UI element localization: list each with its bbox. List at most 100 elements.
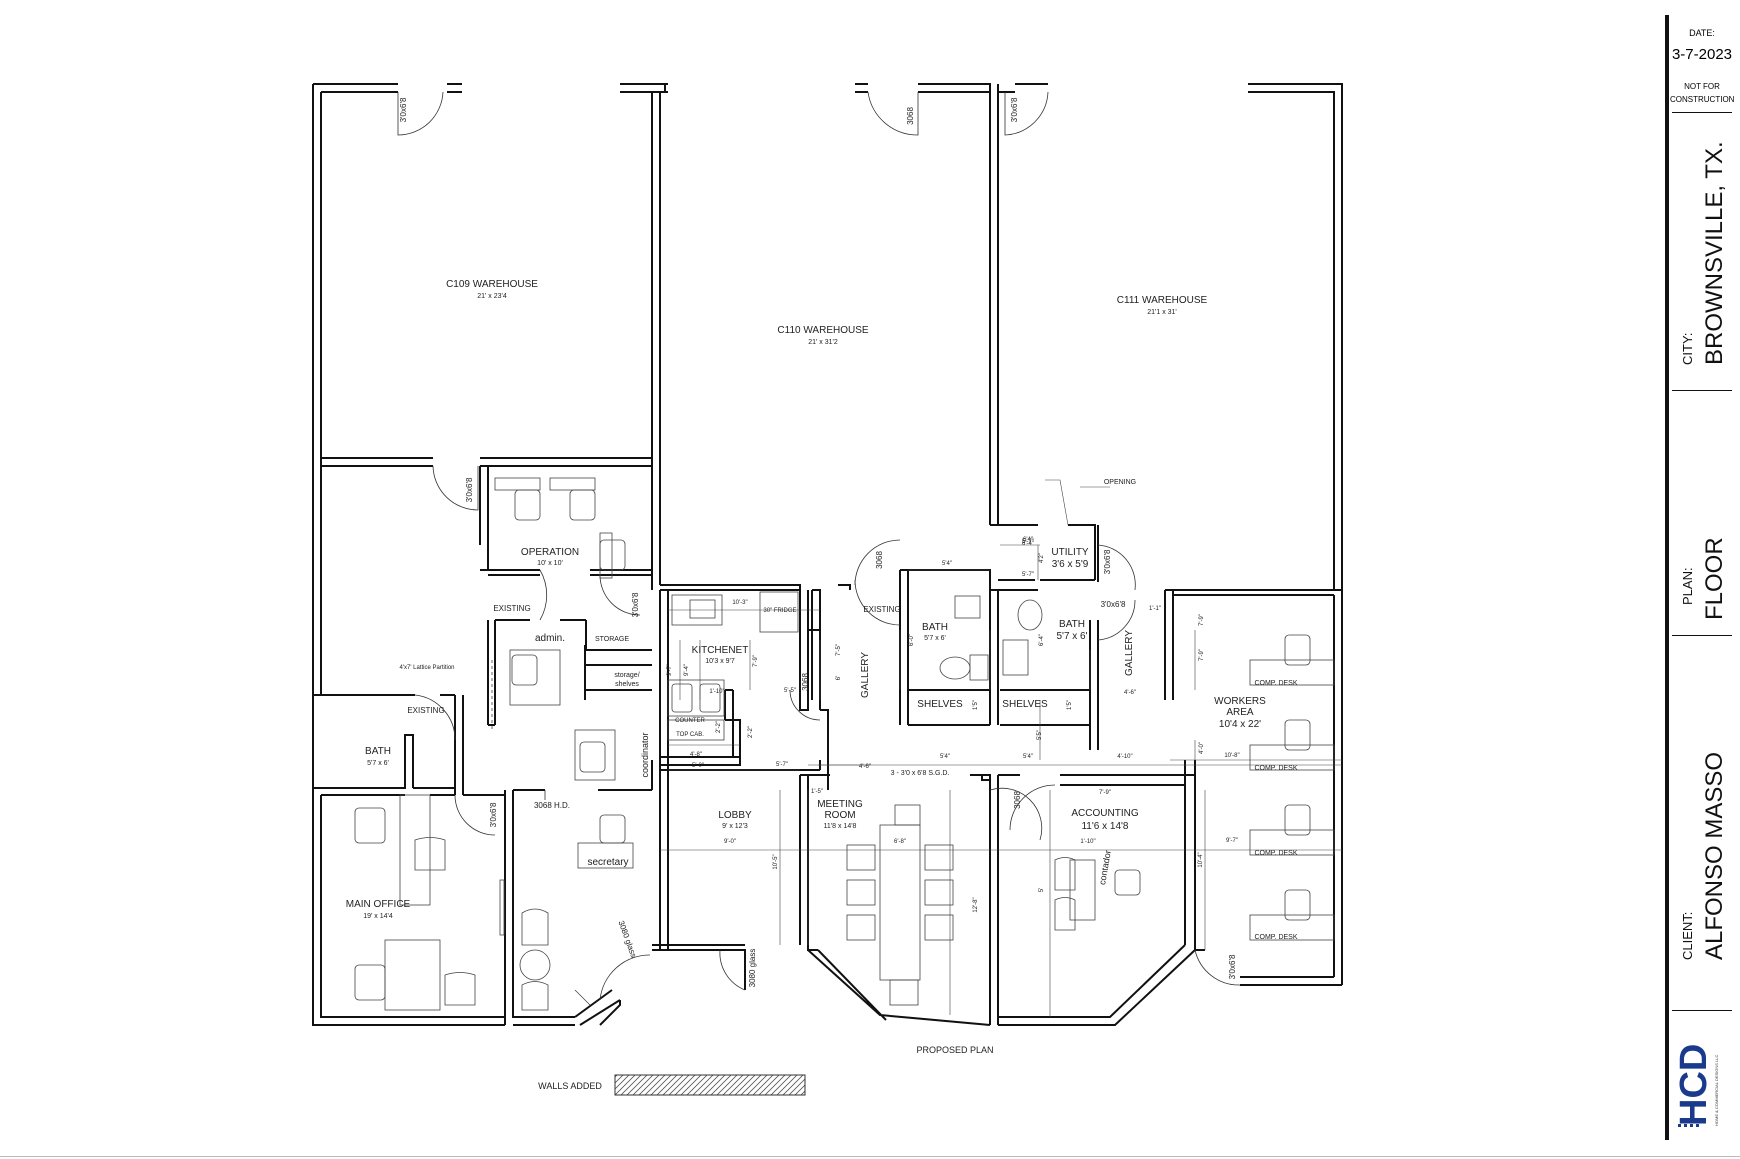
dim-30: 7'-9" [1199, 649, 1205, 661]
workers-name-1: WORKERS [1214, 696, 1266, 707]
dim-4: 5'-7" [1022, 572, 1034, 578]
walls-added-swatch [614, 1074, 806, 1096]
not-for-construction-2: CONSTRUCTION [1670, 95, 1735, 104]
door-tag-main: 3'0x6'8 [489, 802, 498, 827]
dim-43: 6'-4" [1022, 541, 1034, 547]
workers-name-2: AREA [1226, 707, 1254, 718]
existing-note-gallery: EXISTING [863, 605, 900, 614]
shelves-right-name: SHELVES [1002, 699, 1048, 710]
plan-label: PLAN: [1680, 567, 1695, 605]
comp-desk-note-4: COMP. DESK [1254, 934, 1297, 941]
dim-37: 6'-8" [894, 839, 906, 845]
dim-31: 4'-0" [1199, 742, 1205, 754]
coordinator-name: coordinator [640, 732, 650, 777]
door-tag-op: 3'0x6'8 [465, 477, 474, 502]
bath-mid-name: BATH [922, 622, 948, 633]
utility-dims: 3'6 x 5'9 [1052, 559, 1089, 570]
dim-36: 10'-5" [773, 854, 779, 869]
logo-text: HCD [1674, 1044, 1715, 1126]
title-block-border [1665, 15, 1669, 1140]
gallery-mid-name: GALLERY [860, 652, 871, 698]
door-tag-gallery: 3068 [875, 551, 884, 569]
lobby-dims: 9' x 12'3 [722, 823, 748, 830]
dim-5: 10'-3" [732, 600, 747, 606]
door-tag-workers: 3'0x6'8 [1228, 954, 1237, 979]
comp-desk-note-2: COMP. DESK [1254, 765, 1297, 772]
dim-34: 10'-4" [1198, 852, 1204, 867]
date-label: DATE: [1689, 28, 1715, 38]
door-tag-c109: 3'0x6'8 [399, 97, 408, 122]
not-for-construction-1: NOT FOR [1684, 82, 1720, 91]
dim-27: 1'5" [1067, 700, 1073, 710]
secretary-name: secretary [587, 857, 628, 868]
counter-note: COUNTER [675, 718, 705, 724]
lattice-note: 4'x7' Lattice Partition [400, 665, 455, 671]
dim-42: 5'-7" [1022, 539, 1034, 545]
title-block-rule-4 [1672, 1010, 1732, 1011]
door-tag-accounting: 3068 [1013, 791, 1022, 809]
proposed-plan-note: PROPOSED PLAN [916, 1045, 993, 1055]
c110-name: C110 WAREHOUSE [777, 325, 868, 336]
dim-39: 1'-10" [1080, 839, 1095, 845]
door-tag-kitchen: 3068 [801, 673, 810, 691]
dim-8: 7'-9" [753, 655, 759, 667]
walls-added-note: WALLS ADDED [538, 1081, 602, 1091]
title-block-rule-3 [1672, 635, 1732, 636]
dim-21: 5'4" [1023, 754, 1033, 760]
opening-note: OPENING [1104, 479, 1136, 486]
door-tag-bath: 3'0x6'8 [1101, 600, 1126, 609]
accounting-dims: 11'6 x 14'8 [1081, 821, 1128, 832]
accounting-name: ACCOUNTING [1071, 808, 1138, 819]
glass-note-main: 3080 glass [617, 919, 639, 958]
lobby-name: LOBBY [718, 810, 752, 821]
bath-mid-dims: 5'7 x 6' [924, 635, 946, 642]
comp-desk-note-3: COMP. DESK [1254, 850, 1297, 857]
door-tags: 3'0x6'8 3068 3'0x6'8 3'0x6'8 3'0x6'8 3'0… [399, 97, 1237, 979]
bath-right-dims: 5'7 x 6' [1056, 631, 1087, 642]
dim-26: 1'5" [973, 700, 979, 710]
dim-17: 6' [836, 676, 842, 680]
dim-23: 4'-10" [1117, 754, 1132, 760]
client-value: ALFONSO MASSO [1701, 751, 1728, 960]
dim-25: 4'-6" [859, 764, 871, 770]
dim-16: 7'-5" [836, 644, 842, 656]
dim-6: 9'-7" [667, 664, 673, 676]
bath-left-name: BATH [365, 746, 391, 757]
kitchenet-dims: 10'3 x 9'7 [705, 658, 735, 665]
dim-1: 5'4" [942, 561, 952, 567]
city-label: CITY: [1680, 332, 1695, 365]
bath-right-name: BATH [1059, 619, 1085, 630]
storage-shelves-name-2: shelves [615, 681, 639, 688]
dim-19: 6'-4" [1039, 634, 1045, 646]
walls [312, 83, 1343, 1026]
dim-35: 9'-0" [724, 839, 736, 845]
dim-33: 9'-7" [1226, 838, 1238, 844]
operation-name: OPERATION [521, 547, 579, 558]
storage-name: STORAGE [595, 636, 629, 643]
door-tag-utility: 3'0x6'8 [1103, 549, 1112, 574]
c109-dims: 21' x 23'4 [477, 293, 507, 300]
title-block-rule-2 [1672, 390, 1732, 391]
dim-14: 5'-0" [692, 763, 704, 769]
meeting-name-1: MEETING [817, 799, 863, 810]
admin-name: admin. [535, 633, 565, 644]
date-value: 3-7-2023 [1671, 46, 1733, 63]
dim-3: 4'2" [1039, 553, 1045, 563]
door-swings [397, 91, 1241, 1001]
dim-28: 1'-5" [811, 789, 823, 795]
meeting-name-2: ROOM [824, 810, 855, 821]
door-tag-c111: 3'0x6'8 [1010, 97, 1019, 122]
sgd-note: 3 - 3'0 x 6'8 S.G.D. [891, 770, 950, 777]
contador-name: contador [1097, 849, 1113, 885]
dim-22: 5'5" [1037, 730, 1043, 740]
dim-12: 2'-2" [748, 726, 754, 738]
dim-15: 5'-7" [776, 762, 788, 768]
dim-40: 5' [1039, 888, 1045, 892]
dim-2: 6'4" [1023, 537, 1033, 543]
dim-18: 6'-0" [909, 634, 915, 646]
shelves-mid-name: SHELVES [917, 699, 963, 710]
main-office-dims: 19' x 14'4 [363, 913, 393, 920]
dim-13: 4'-8" [690, 752, 702, 758]
storage-shelves-name-1: storage/ [614, 672, 639, 679]
